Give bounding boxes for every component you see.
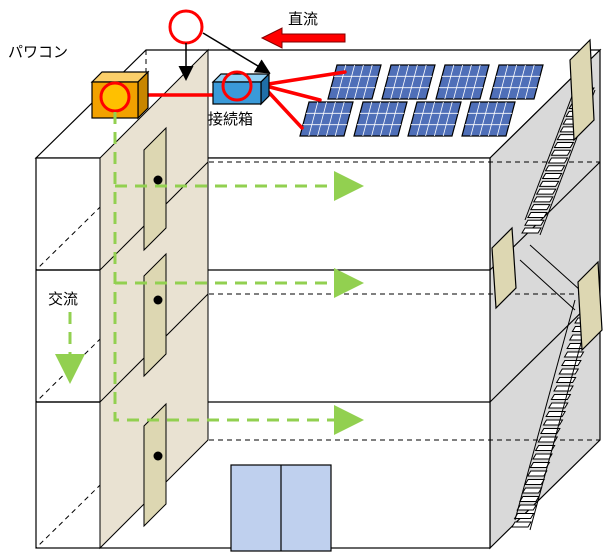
stair-tread	[547, 157, 569, 164]
stair-tread	[545, 411, 567, 417]
stair-tread	[524, 479, 546, 485]
pointer-to-junction-icon	[202, 32, 271, 74]
shaft-door-2f	[143, 252, 167, 378]
stair-tread	[527, 211, 548, 218]
stair-tread	[556, 134, 578, 141]
stair-tread	[529, 462, 551, 468]
solar-panel-array	[299, 64, 544, 137]
stair-tread	[516, 504, 538, 511]
label-power-conditioner: パワコン	[8, 43, 68, 61]
stair-tread	[529, 204, 551, 211]
label-direct-current: 直流	[288, 10, 318, 28]
shaft-door-1f	[143, 402, 167, 528]
stair-tread	[553, 141, 575, 148]
stair-tread	[547, 402, 569, 409]
external-stair	[491, 38, 603, 531]
stair-tread	[558, 368, 580, 375]
stair-tread	[526, 470, 548, 477]
stair-tread	[538, 180, 560, 187]
label-alternating-current: 交流	[48, 290, 78, 308]
stair-tread	[560, 360, 582, 366]
left-arrow-icon	[260, 27, 346, 49]
stair-tread	[539, 428, 561, 434]
shaft-door-3f	[143, 126, 167, 252]
stair-tread	[524, 219, 545, 226]
ac-flow-lines	[55, 112, 364, 435]
entrance-doors	[230, 464, 332, 552]
label-junction-box: 接続箱	[208, 110, 253, 128]
stair-tread	[553, 385, 574, 392]
stair-tread	[513, 513, 535, 519]
solar-panel	[489, 64, 544, 100]
stair-tread	[521, 227, 542, 234]
stair-tread	[550, 149, 572, 156]
solar-panel	[407, 101, 462, 137]
inspection-marker-circle	[168, 9, 204, 45]
solar-panel	[327, 64, 382, 100]
stair-tread	[535, 188, 557, 195]
solar-panel	[461, 101, 516, 137]
solar-panel	[353, 101, 408, 137]
stair-tread	[541, 173, 563, 180]
solar-panel	[435, 64, 490, 100]
stair-tread	[550, 394, 572, 400]
solar-panel	[381, 64, 436, 100]
power-conditioner	[90, 70, 150, 120]
stair-tread	[544, 165, 566, 172]
stair-tread	[521, 487, 543, 494]
stair-tread	[518, 496, 540, 502]
stair-tread	[555, 377, 577, 383]
junction-box	[211, 70, 271, 106]
stair-tread	[542, 419, 564, 426]
stair-tread	[563, 351, 585, 358]
stair-tread	[532, 196, 554, 203]
solar-panel	[299, 101, 354, 137]
stair-tread	[511, 521, 532, 528]
